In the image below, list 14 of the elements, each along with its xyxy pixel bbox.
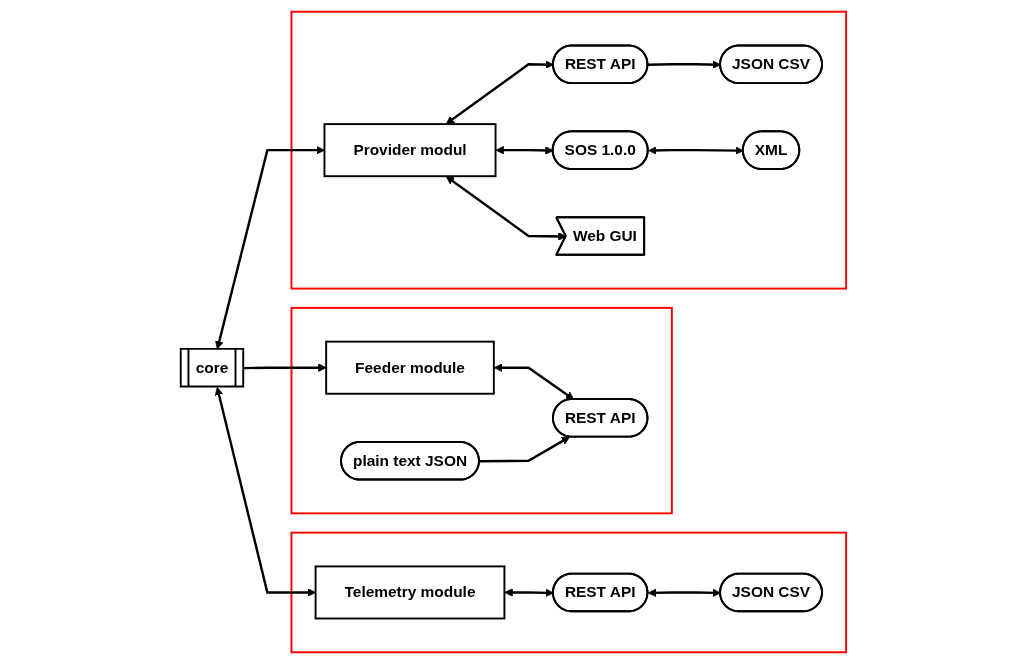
cluster: [290, 10, 848, 290]
arrow: [445, 60, 554, 125]
arrow: [504, 588, 554, 598]
node-box: Feeder module: [325, 340, 495, 395]
cluster: [290, 531, 848, 654]
cluster: [290, 306, 673, 515]
arrow: [648, 146, 744, 155]
arrow: [445, 176, 567, 241]
arrow: [495, 145, 554, 155]
node-box: Telemetry module: [314, 565, 506, 620]
arrow: [493, 363, 575, 400]
arrow: [243, 363, 327, 372]
arrow: [479, 436, 571, 463]
node-box: Provider modul: [323, 123, 497, 178]
